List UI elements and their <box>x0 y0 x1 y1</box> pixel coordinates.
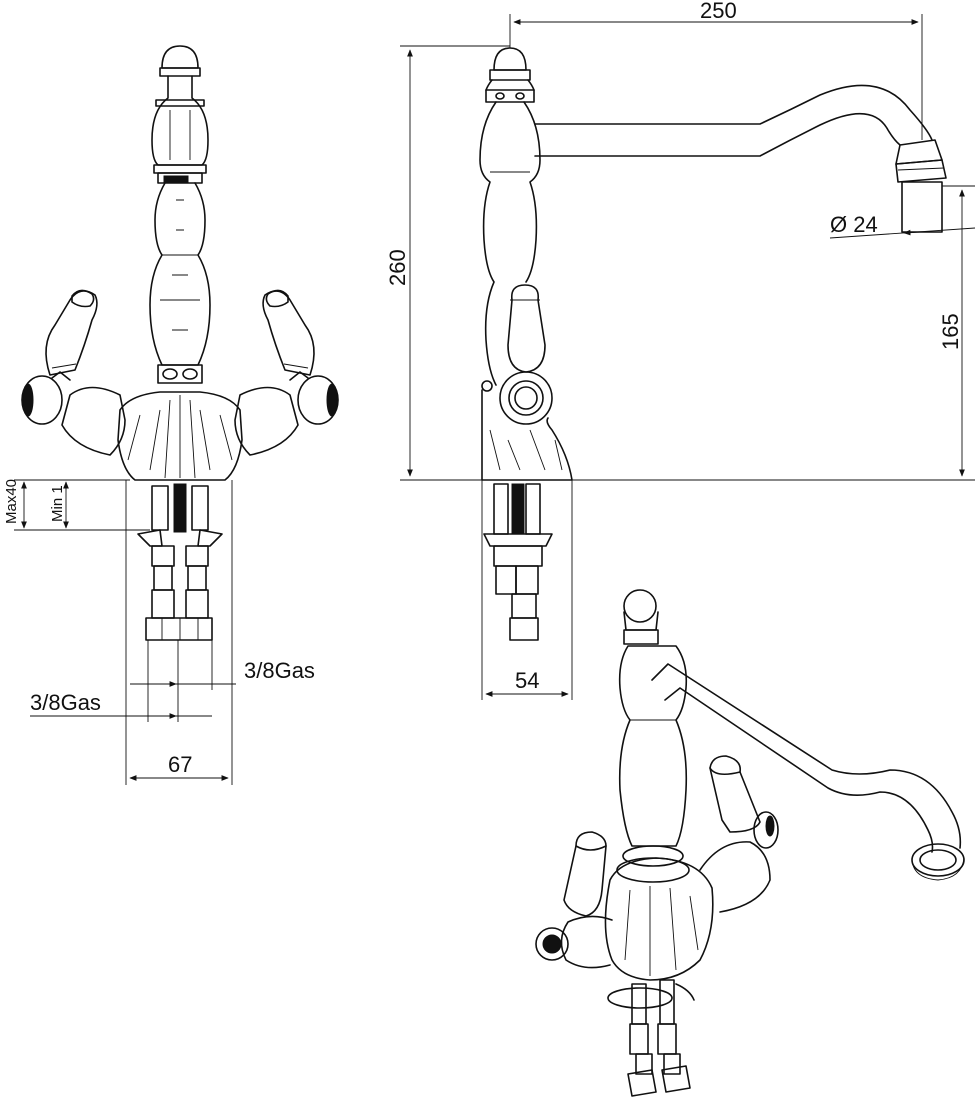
dim-54-label: 54 <box>515 668 539 693</box>
dim-165-label: 165 <box>938 313 963 350</box>
dim-67-label: 67 <box>168 752 192 777</box>
side-view <box>400 14 976 700</box>
dim-diameter-24-label: Ø 24 <box>830 212 878 237</box>
dim-min1-label: Min 1 <box>49 485 66 522</box>
dim-max40-label: Max40 <box>3 479 20 524</box>
dim-250-label: 250 <box>700 0 737 23</box>
dim-gas-left-label: 3/8Gas <box>30 690 101 715</box>
dim-gas-right-label: 3/8Gas <box>244 658 315 683</box>
dim-260-label: 260 <box>385 249 410 286</box>
front-view <box>14 45 339 785</box>
isometric-view <box>535 589 965 1097</box>
